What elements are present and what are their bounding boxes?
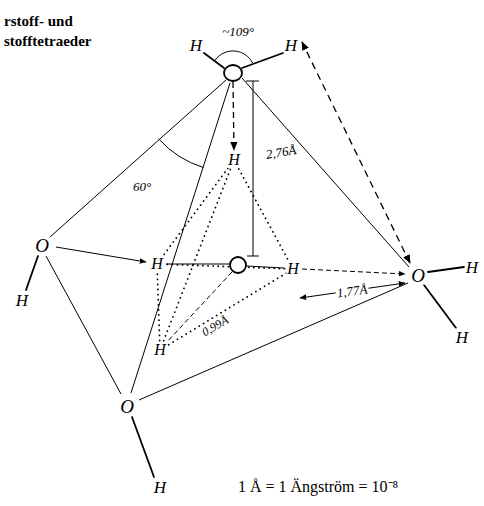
central-bond — [246, 266, 284, 268]
atom-label: H — [153, 342, 167, 358]
oh-bond — [424, 285, 456, 328]
unit-note: 1 Å = 1 Ängström = 10⁻⁸ — [237, 479, 399, 495]
oxygen-atom — [224, 65, 242, 81]
bridge-arrow — [302, 269, 405, 274]
atom-label: H — [153, 479, 167, 496]
dimension-label: 0,99Å — [199, 313, 231, 339]
oh-bond — [204, 53, 224, 68]
atom-label: H — [227, 152, 241, 168]
bridge-arrow — [302, 42, 410, 263]
bridge-arrow — [233, 82, 234, 150]
oh-bond — [26, 256, 38, 290]
oxygen-atom — [230, 257, 246, 273]
angle-label: ~109° — [221, 25, 255, 38]
angle-arc — [159, 139, 204, 168]
oh-bond — [242, 53, 283, 68]
tetrahedron-edge — [131, 83, 230, 393]
atom-label: O — [119, 397, 135, 416]
atom-label: H — [465, 259, 479, 276]
hydrogen-tetrahedron-edge — [157, 264, 160, 350]
oh-bond — [428, 267, 464, 272]
dimension-label: 2,76Å — [264, 143, 298, 161]
dimension-tick — [247, 256, 259, 257]
atom-label: O — [410, 266, 426, 285]
hydrogen-tetrahedron-edge — [157, 264, 293, 269]
oh-bond — [132, 417, 154, 477]
central-bond — [166, 272, 232, 343]
atom-label: H — [284, 37, 298, 54]
dimension-label: 1,77Å — [335, 282, 369, 299]
atom-label: O — [34, 236, 50, 255]
tetrahedron-edge — [50, 80, 226, 237]
bridge-arrow — [56, 247, 146, 262]
hydrogen-tetrahedron-edge — [160, 269, 293, 350]
atom-label: H — [189, 37, 203, 54]
tetrahedron-edge — [242, 78, 409, 267]
dimension-line — [253, 81, 254, 256]
angle-label: 60° — [132, 180, 152, 193]
diagram-title: rstoff- und stofftetraeder — [4, 12, 134, 51]
tetrahedron-edge — [46, 256, 121, 394]
atom-label: H — [455, 329, 469, 346]
atom-label: H — [286, 261, 300, 277]
hydrogen-tetrahedron-edge — [234, 160, 293, 269]
hydrogen-tetrahedron-edge — [157, 160, 234, 264]
angle-arc — [215, 51, 253, 63]
atom-label: H — [15, 292, 29, 309]
hydrogen-tetrahedron-edge — [160, 160, 234, 350]
atom-label: H — [150, 256, 164, 272]
tetrahedron-edge — [139, 283, 408, 400]
central-bond — [166, 264, 230, 265]
